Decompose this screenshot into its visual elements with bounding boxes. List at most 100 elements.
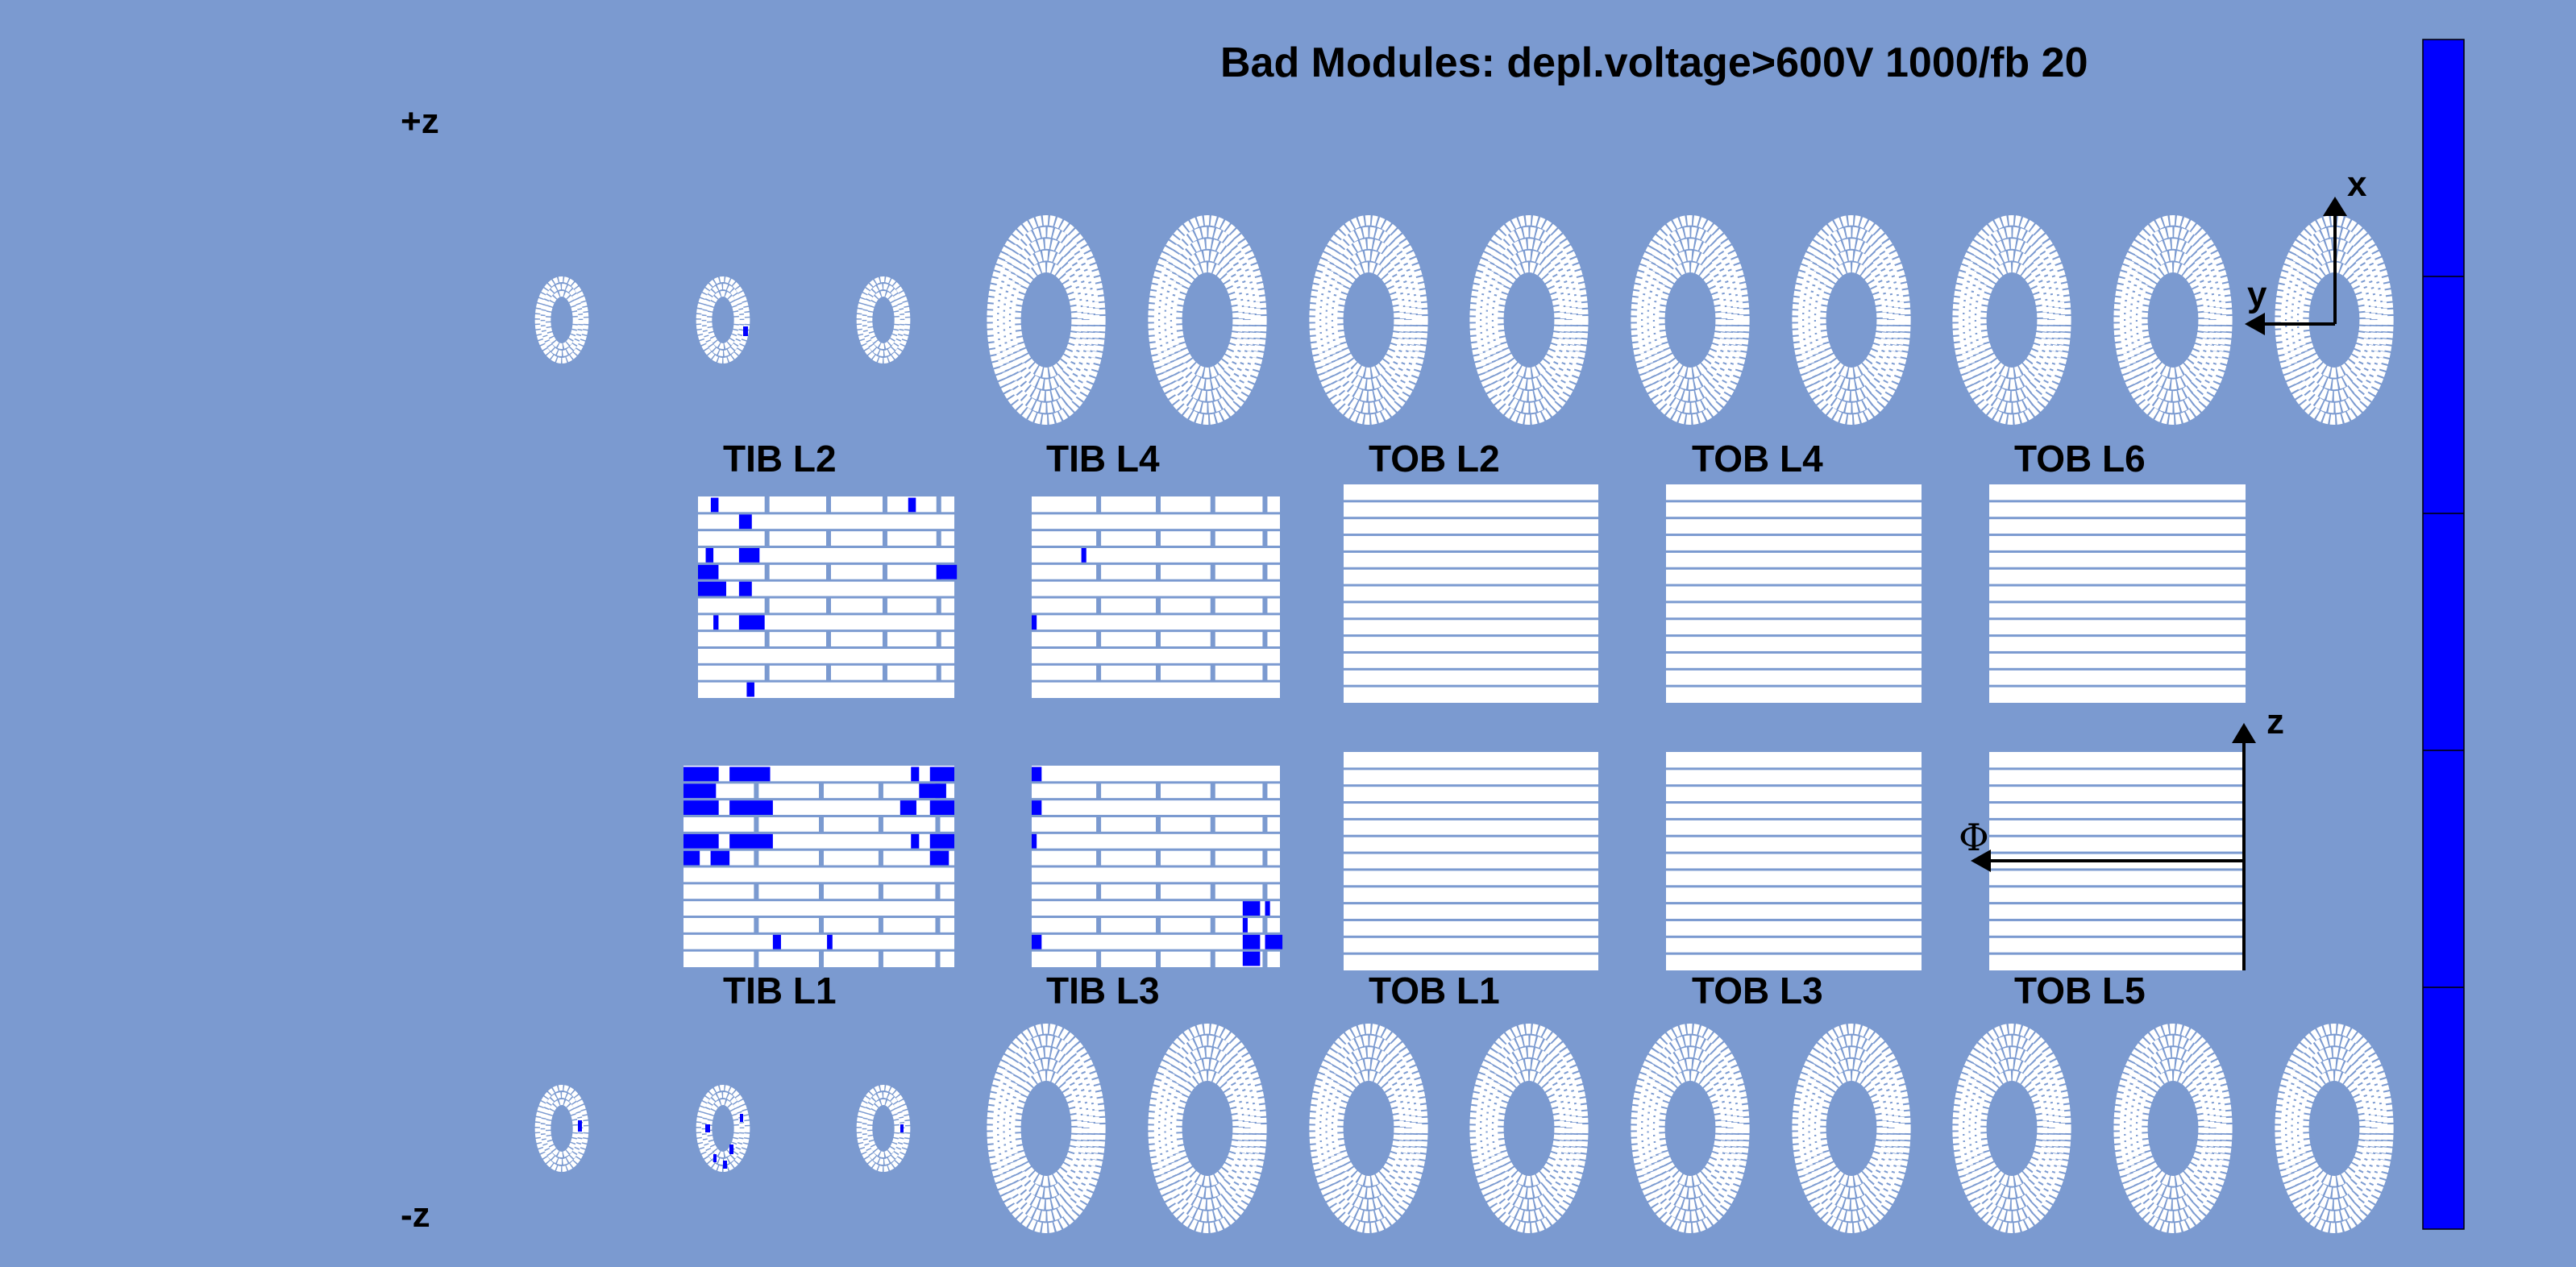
module-gap bbox=[1096, 530, 1102, 547]
disk-ring bbox=[2138, 262, 2209, 378]
disk-ring bbox=[2131, 1058, 2215, 1198]
row-separator bbox=[1344, 885, 1598, 888]
bad-module-mark bbox=[936, 564, 958, 579]
module-gap bbox=[754, 883, 759, 900]
disk-ring bbox=[1165, 250, 1249, 390]
tid-disk-plus-z-1 bbox=[534, 276, 589, 363]
disk-ring bbox=[999, 1047, 1094, 1210]
disk-ring bbox=[1809, 250, 1893, 390]
module-gap bbox=[1096, 883, 1102, 900]
module-gap bbox=[1096, 597, 1102, 614]
disk-ring bbox=[696, 276, 750, 363]
x-arrow-icon bbox=[2323, 197, 2347, 216]
disk-ring bbox=[1469, 214, 1589, 425]
phi-axis-label: Φ bbox=[1959, 816, 1989, 859]
disk-ring bbox=[1333, 262, 1405, 378]
module-gap bbox=[878, 883, 883, 900]
disk-ring bbox=[1011, 262, 1082, 378]
z-axis-label: z bbox=[2266, 702, 2284, 742]
row-separator bbox=[1344, 617, 1598, 621]
disk-ring bbox=[1172, 1070, 1244, 1186]
disk-ring bbox=[2131, 250, 2215, 390]
bad-module-mark bbox=[729, 833, 773, 849]
label-tob-l1: TOB L1 bbox=[1369, 970, 1500, 1012]
row-separator bbox=[1989, 902, 2246, 905]
disk-ring bbox=[856, 1085, 911, 1172]
disk-ring bbox=[1327, 250, 1411, 390]
row-separator bbox=[1666, 600, 1922, 604]
row-separator bbox=[1989, 834, 2246, 837]
module-gap bbox=[935, 916, 941, 934]
row-separator bbox=[1989, 952, 2246, 955]
label-tob-l2: TOB L2 bbox=[1369, 438, 1500, 480]
disk-ring bbox=[1655, 262, 1726, 378]
module-gap bbox=[1262, 664, 1268, 682]
module-gap bbox=[826, 630, 831, 648]
bad-module-mark bbox=[713, 1154, 717, 1162]
bad-module-mark bbox=[929, 766, 954, 782]
module-gap bbox=[754, 816, 759, 833]
bad-module-mark bbox=[698, 564, 719, 579]
module-gap bbox=[878, 782, 883, 800]
module-gap bbox=[1210, 916, 1215, 934]
row-separator bbox=[1989, 767, 2246, 771]
disk-ring bbox=[1160, 239, 1255, 401]
bad-module-mark bbox=[683, 850, 700, 866]
module-gap bbox=[878, 816, 883, 833]
z-arrow-icon bbox=[2232, 723, 2256, 743]
disk-ring bbox=[1804, 1047, 1899, 1210]
module-gap bbox=[935, 883, 941, 900]
disk-ring bbox=[545, 1099, 579, 1157]
bad-module-mark bbox=[729, 800, 773, 815]
disk-ring bbox=[1011, 1070, 1082, 1186]
row-separator bbox=[1989, 534, 2246, 537]
disk-ring bbox=[2138, 1070, 2209, 1186]
bad-module-mark bbox=[1032, 833, 1037, 849]
module-gap bbox=[819, 916, 824, 934]
module-gap bbox=[1156, 630, 1161, 648]
plus-z-label: +z bbox=[401, 102, 439, 141]
row-separator bbox=[1666, 935, 1922, 938]
disk-ring bbox=[1958, 226, 2066, 413]
disk-ring bbox=[1487, 250, 1571, 390]
x-axis-label: x bbox=[2347, 164, 2367, 204]
disk-ring bbox=[701, 1092, 745, 1165]
row-separator bbox=[1344, 918, 1598, 921]
minus-z-label: -z bbox=[401, 1195, 430, 1235]
disk-ring bbox=[1797, 1035, 1905, 1222]
tec-disk-minus-z-3 bbox=[1309, 1024, 1428, 1234]
bad-module-mark bbox=[738, 615, 765, 630]
row-separator bbox=[698, 579, 954, 582]
row-separator bbox=[1666, 684, 1922, 688]
disk-ring bbox=[992, 1035, 1100, 1222]
row-separator bbox=[1344, 584, 1598, 587]
disk-ring bbox=[1797, 226, 1905, 413]
disk-ring bbox=[1636, 1035, 1744, 1222]
bad-module-mark bbox=[743, 326, 748, 336]
disk-ring bbox=[1792, 1024, 1911, 1234]
disk-ring bbox=[866, 1099, 900, 1157]
module-gap bbox=[826, 496, 831, 513]
bad-module-mark bbox=[705, 548, 714, 563]
row-separator bbox=[1989, 684, 2246, 688]
disk-ring bbox=[1172, 262, 1244, 378]
row-separator bbox=[1666, 500, 1922, 503]
row-separator bbox=[1666, 550, 1922, 553]
tec-disk-plus-z-3 bbox=[1309, 214, 1428, 425]
disk-ring bbox=[1655, 1070, 1726, 1186]
row-separator bbox=[1666, 784, 1922, 787]
bad-module-mark bbox=[1242, 951, 1261, 966]
disk-ring bbox=[1153, 226, 1261, 413]
module-gap bbox=[1096, 850, 1102, 866]
barrel-tib-l2 bbox=[698, 496, 958, 698]
row-separator bbox=[1989, 634, 2246, 638]
bad-module-mark bbox=[710, 497, 719, 513]
barrel-layers bbox=[683, 484, 2246, 970]
disk-ring bbox=[1494, 262, 1565, 378]
disk-ring bbox=[1321, 239, 1416, 401]
module-gap bbox=[936, 630, 941, 648]
disk-ring bbox=[1148, 214, 1267, 425]
module-gap bbox=[1096, 630, 1102, 648]
tec-disk-plus-z-2 bbox=[1148, 214, 1267, 425]
